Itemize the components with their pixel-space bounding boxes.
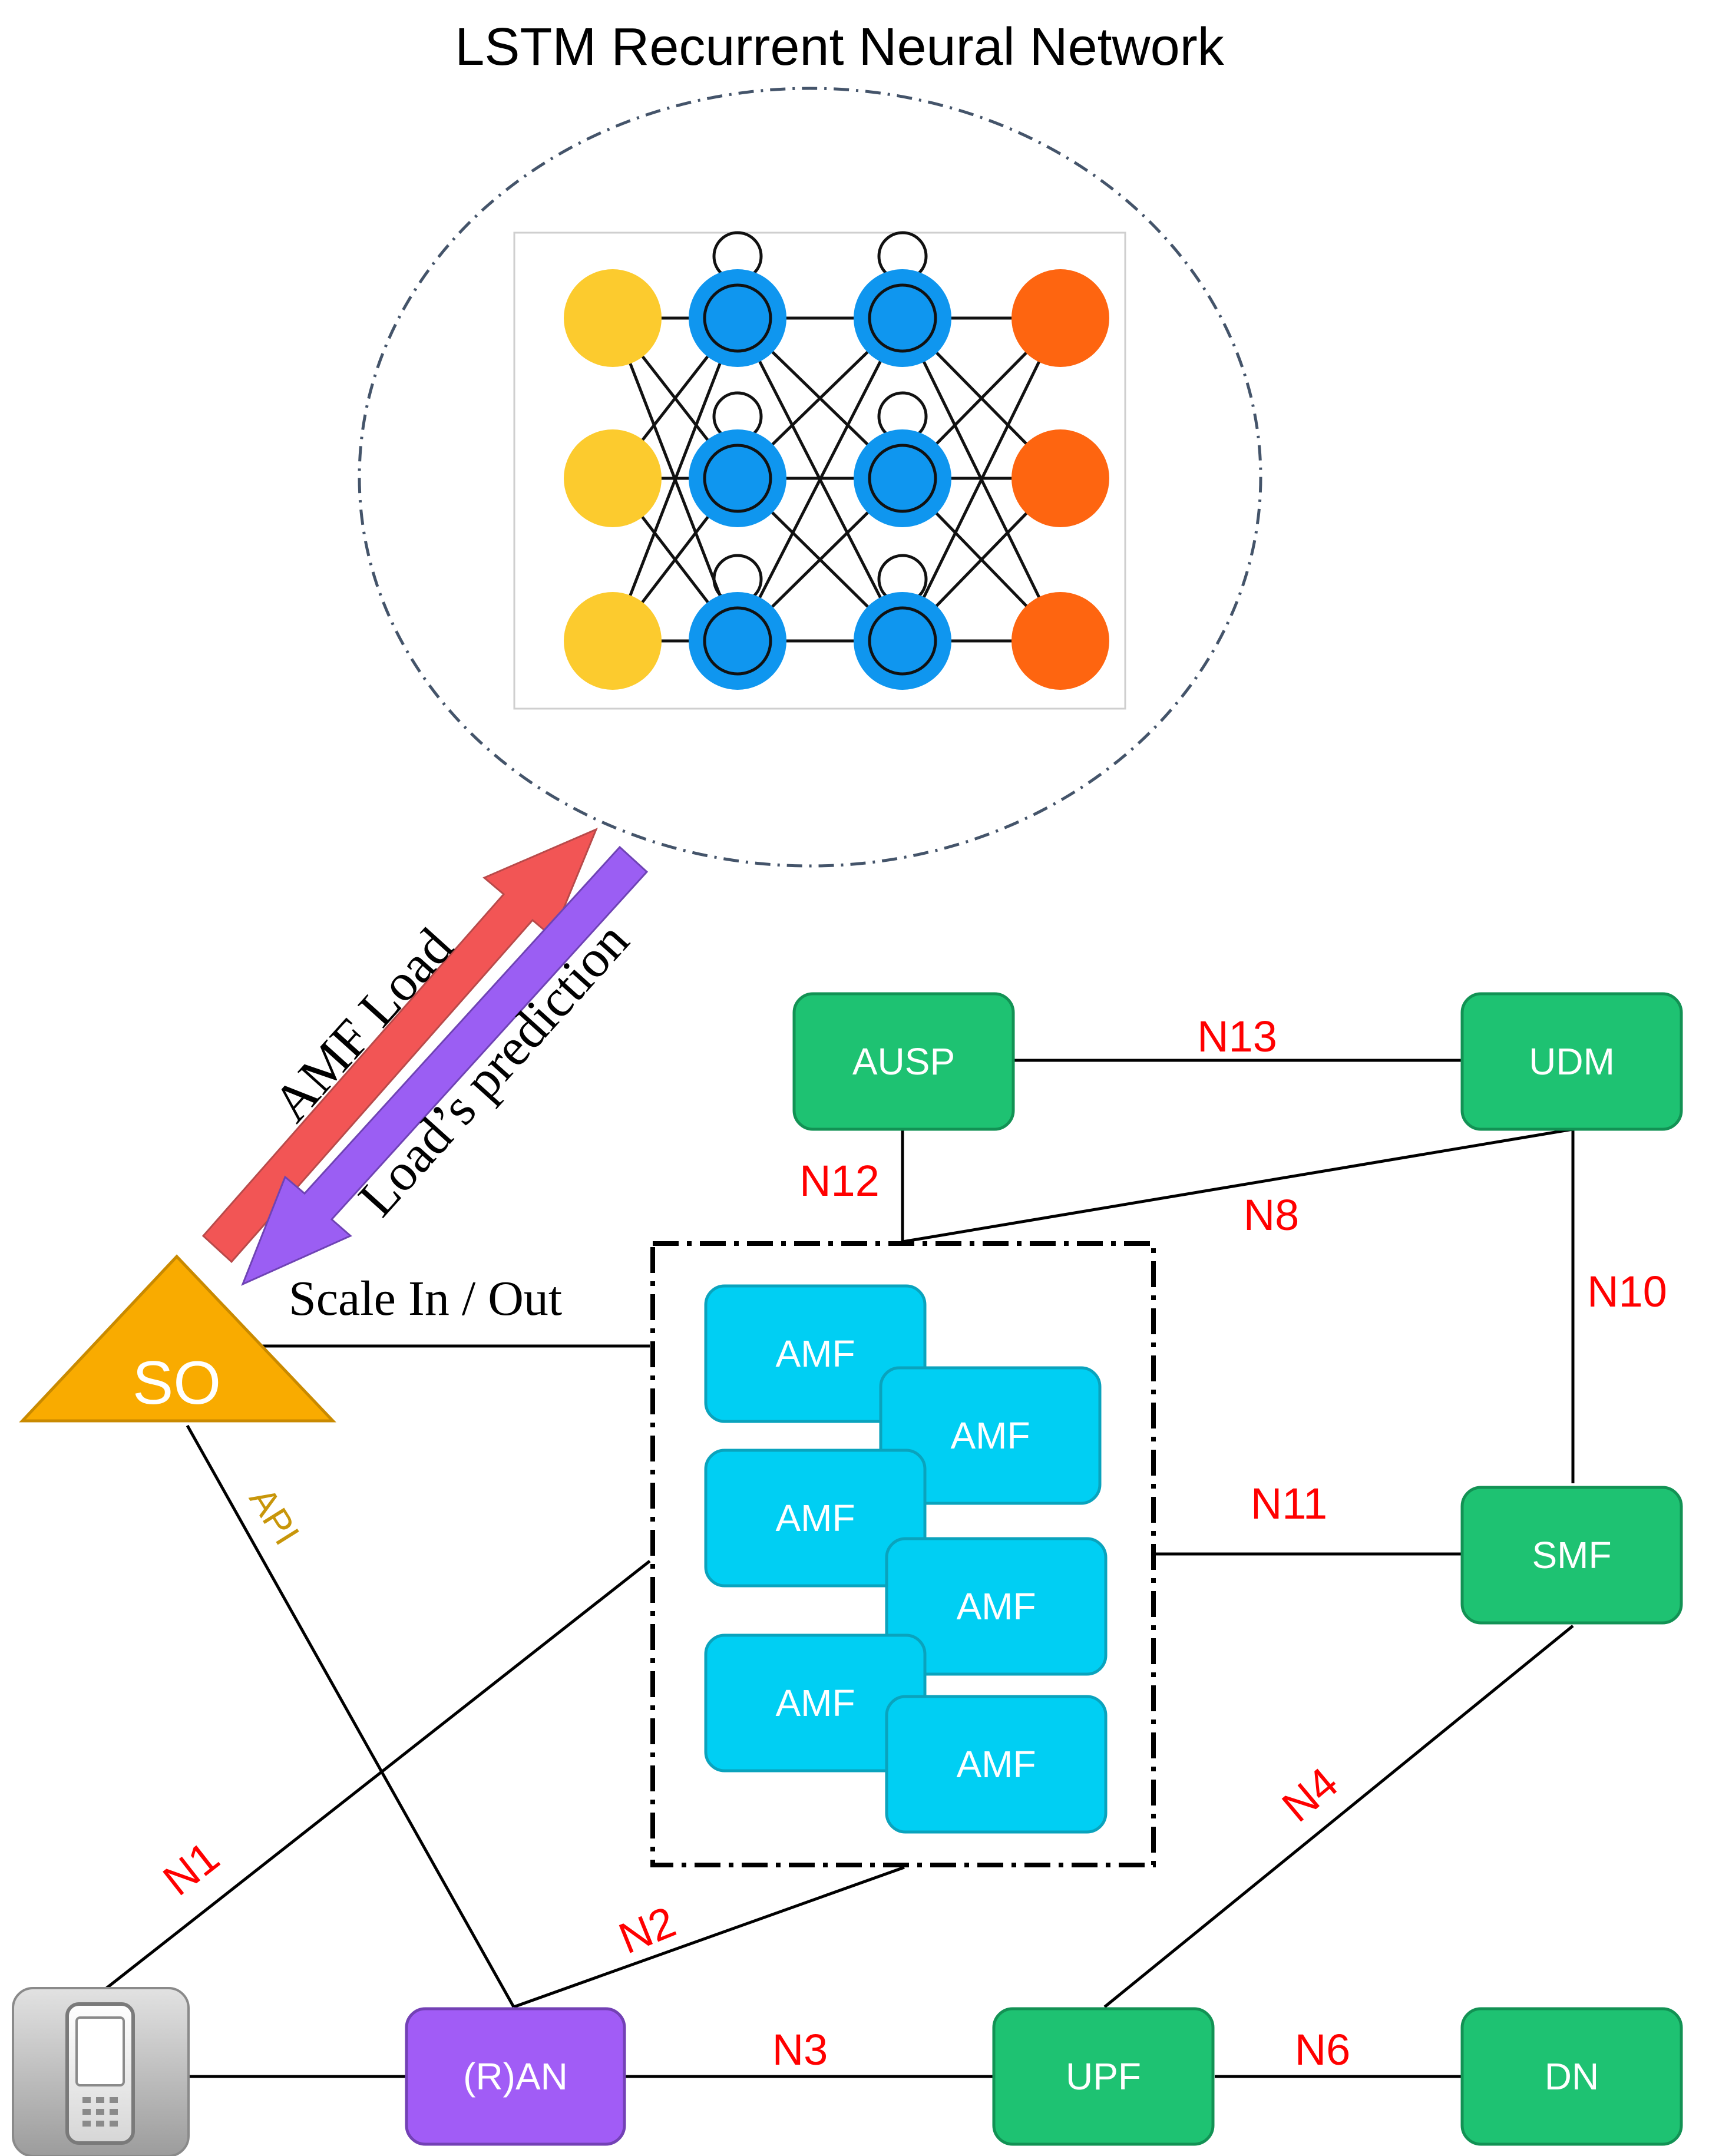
hidden-recurrent-node: [854, 269, 951, 367]
hidden-recurrent-node: [689, 269, 786, 367]
scale-in-out-label: Scale In / Out: [289, 1271, 562, 1326]
ran-label: (R)AN: [463, 2055, 568, 2098]
diagram-title: LSTM Recurrent Neural Network: [455, 18, 1224, 77]
hidden-recurrent-node: [854, 592, 951, 690]
output-node: [1011, 429, 1109, 527]
api-line: [186, 1424, 515, 2008]
upf-node: UPF: [992, 2007, 1215, 2146]
so-label: SO: [133, 1349, 221, 1417]
n4-line: [1103, 1625, 1574, 2008]
user-equipment-icon: [12, 1987, 190, 2156]
n12-n8-line: [901, 1127, 1574, 1244]
amf-label: AMF: [775, 1497, 855, 1539]
amf-instance-2: AMF: [879, 1366, 1102, 1505]
memory-cell-ring: [703, 283, 772, 353]
neural-network-nodes: [564, 269, 1109, 690]
amf-label: AMF: [956, 1585, 1036, 1628]
n13-label: N13: [1197, 1012, 1277, 1061]
output-node: [1011, 592, 1109, 690]
neural-network-image: [513, 231, 1126, 710]
n12-label: N12: [799, 1156, 880, 1205]
amf-instance-6: AMF: [885, 1695, 1108, 1834]
lstm-boundary-ellipse: [358, 87, 1262, 868]
ausp-node: AUSP: [792, 992, 1015, 1131]
dn-node: DN: [1460, 2007, 1683, 2146]
dn-label: DN: [1545, 2055, 1599, 2098]
network-connection: [901, 317, 1062, 642]
smf-node: SMF: [1460, 1486, 1683, 1625]
ran-node: (R)AN: [405, 2007, 626, 2146]
amf-instance-5: AMF: [704, 1633, 927, 1773]
n1-label: N1: [154, 1832, 228, 1905]
memory-cell-ring: [703, 606, 772, 676]
amf-instance-4: AMF: [885, 1537, 1108, 1676]
memory-cell-ring: [868, 606, 937, 676]
n8-label: N8: [1244, 1191, 1300, 1239]
network-connection: [736, 317, 904, 642]
smf-label: SMF: [1532, 1534, 1611, 1576]
load-prediction-arrow: [241, 845, 649, 1286]
output-node: [1011, 269, 1109, 367]
amf-label: AMF: [956, 1743, 1036, 1785]
input-node: [564, 269, 662, 367]
n2-label: N2: [612, 1897, 682, 1963]
memory-cell-ring: [703, 444, 772, 513]
n10-label: N10: [1587, 1267, 1667, 1316]
udm-label: UDM: [1529, 1040, 1615, 1083]
n6-label: N6: [1295, 2025, 1351, 2074]
hidden-recurrent-node: [854, 429, 951, 527]
network-connection: [611, 318, 739, 641]
input-node: [564, 429, 662, 527]
memory-cell-ring: [868, 444, 937, 513]
hidden-recurrent-node: [689, 592, 786, 690]
amf-label: AMF: [775, 1332, 855, 1375]
hidden-recurrent-node: [689, 429, 786, 527]
interface-lines: [98, 1059, 1575, 2078]
n3-label: N3: [772, 2025, 828, 2074]
n1-line: [98, 1560, 651, 1995]
so-node: SO: [19, 1254, 336, 1423]
amf-instance-1: AMF: [704, 1284, 927, 1423]
ausp-label: AUSP: [852, 1040, 955, 1083]
amf-label: AMF: [950, 1414, 1030, 1457]
input-node: [564, 592, 662, 690]
upf-label: UPF: [1066, 2055, 1141, 2098]
memory-cell-ring: [868, 283, 937, 353]
n11-label: N11: [1251, 1479, 1327, 1528]
amf-cluster-boundary: [650, 1241, 1156, 1867]
amf-label: AMF: [775, 1682, 855, 1724]
udm-node: UDM: [1460, 992, 1683, 1131]
n2-line: [513, 1866, 905, 2009]
amf-instance-3: AMF: [704, 1449, 927, 1588]
